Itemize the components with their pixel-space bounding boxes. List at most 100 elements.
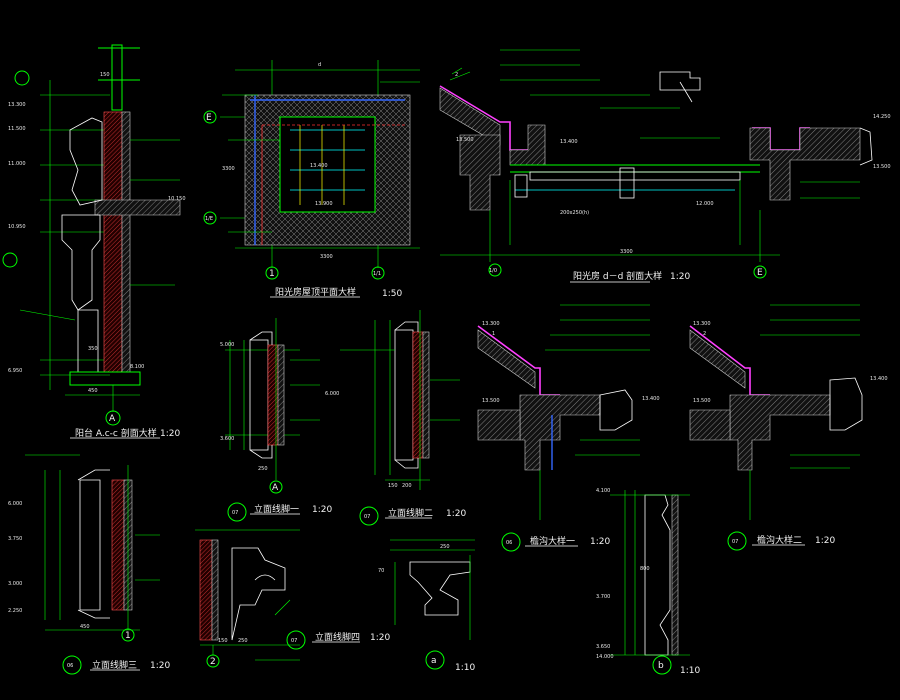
drawing-scale: 1:20 (370, 633, 390, 643)
detail-bubble: a (431, 656, 437, 666)
level-label: 12.000 (696, 201, 714, 207)
detail-bubble: 07 (732, 539, 738, 545)
dim-label: 150 (388, 483, 398, 489)
dim-label: 250 (258, 466, 268, 472)
level-label: 5.000 (220, 342, 234, 348)
axis-1e-label: 1/E (205, 216, 213, 222)
drawing-title: 立面线脚一 (254, 503, 299, 515)
level-label: 13.500 (482, 398, 500, 404)
level-label: 13.400 (560, 139, 578, 145)
dim-label: 200x250(h) (560, 210, 589, 216)
axis-label: 2 (210, 657, 216, 667)
level-label: 13.500 (693, 398, 711, 404)
drawing-scale: 1:50 (382, 289, 402, 299)
dim-label: 3300 (222, 166, 235, 172)
detail-bubble: 07 (364, 514, 370, 520)
axis-label: 1 (125, 631, 131, 641)
level-label: 3.650 (596, 644, 610, 650)
section-a-cc: A 13.300 11.500 11.000 10.950 10.150 8.1… (2, 44, 186, 439)
detail-a: 250 70 a 1:10 (378, 539, 475, 673)
detail-b: 4.100 3.700 3.650 14.000 800 b 1:10 (596, 488, 700, 676)
drawing-title: 阳台 A.c-c 剖面大样 (75, 427, 157, 439)
detail-bubble: 06 (506, 540, 512, 546)
dim-label: 150 (218, 638, 228, 644)
dim-label: 250 (238, 638, 248, 644)
level-label: 13.300 (8, 102, 26, 108)
level-label: 10.150 (168, 196, 186, 202)
level-label: 13.400 (642, 396, 660, 402)
drawing-title: 阳光房 d－d 剖面大样 (573, 270, 662, 282)
axis-1-label: 1 (269, 269, 275, 279)
drawing-title: 立面线脚四 (315, 631, 360, 643)
dim-label: 3300 (320, 254, 333, 260)
dim-label: 450 (88, 388, 98, 394)
elevation-molding-3: 1 6.000 3.750 3.000 2.250 450 06 立面线脚三 1… (8, 454, 170, 675)
drawing-scale: 1:20 (446, 509, 466, 519)
level-label: 6.950 (8, 368, 22, 374)
level-label: 13.400 (870, 376, 888, 382)
drawing-scale: 1:20 (312, 505, 332, 515)
dim-label: 800 (640, 566, 650, 572)
level-label: 11.500 (8, 126, 26, 132)
detail-bubble: 07 (291, 638, 297, 644)
dim-label: 3300 (620, 249, 633, 255)
level-label: 3.700 (596, 594, 610, 600)
dim-label: 150 (100, 72, 110, 78)
level-label: 10.950 (8, 224, 26, 230)
level-label: 4.100 (596, 488, 610, 494)
drawing-scale: 1:20 (590, 537, 610, 547)
elevation-molding-2: 6.000 150 200 07 立面线脚二 1:20 (325, 310, 466, 526)
axis-label: A (272, 483, 279, 493)
level-label: 8.100 (130, 364, 144, 370)
dim-label: 70 (378, 568, 384, 574)
level-label: 13.500 (456, 137, 474, 143)
detail-bubble: 07 (232, 510, 238, 516)
elevation-molding-1: A 5.000 3.600 250 07 立面线脚一 1:20 (220, 318, 332, 522)
level-label: 14.250 (873, 114, 891, 120)
level-label: 3.600 (220, 436, 234, 442)
level-label: 13.300 (482, 321, 500, 327)
dim-label: 450 (80, 624, 90, 630)
level-label: 2.250 (8, 608, 22, 614)
axis-11-label: 1/1 (373, 271, 381, 277)
drawing-title: 立面线脚二 (388, 507, 433, 519)
callout-number: 1 (492, 331, 495, 337)
dim-label: 250 (440, 544, 450, 550)
drawing-title: 立面线脚三 (92, 659, 137, 671)
balcony-roof-plan: E 1/E 1 1/1 d 3300 3300 13.400 13.900 阳光… (203, 60, 420, 299)
elevation-molding-4: 2 150 250 07 立面线脚四 1:20 (195, 529, 390, 668)
drawing-title: 檐沟大样一 (530, 535, 575, 547)
axis-10-label: 1/0 (489, 268, 497, 274)
drawing-scale: 1:20 (815, 536, 835, 546)
level-label: 6.000 (325, 391, 339, 397)
section-dd: 1/0 E 3300 200x250(h) 13.500 13.400 12.0… (439, 49, 891, 283)
drawing-scale: 1:20 (150, 661, 170, 671)
cornice-detail-1: 13.500 13.300 13.400 1 06 檐沟大样一 1:20 (477, 304, 660, 552)
axis-e-label: E (757, 268, 763, 278)
level-label: 11.000 (8, 161, 26, 167)
drawing-scale: 1:20 (670, 272, 690, 282)
callout-number: 2 (455, 72, 458, 78)
cornice-detail-2: 13.500 13.300 13.400 2 07 檐沟大样二 1:20 (689, 304, 888, 551)
level-label: 13.900 (315, 201, 333, 207)
dim-label: 200 (402, 483, 412, 489)
drawing-scale: 1:10 (680, 666, 700, 676)
axis-e-label: E (206, 113, 212, 123)
level-label: 13.300 (693, 321, 711, 327)
axis-a-label: A (109, 414, 116, 424)
level-label: 6.000 (8, 501, 22, 507)
drawing-title: 阳光房屋顶平面大样 (275, 286, 356, 298)
level-label: 13.500 (873, 164, 891, 170)
detail-bubble: b (658, 661, 664, 671)
level-label: 3.000 (8, 581, 22, 587)
drawing-scale: 1:20 (160, 429, 180, 439)
level-label: 13.400 (310, 163, 328, 169)
drawing-title: 檐沟大样二 (757, 534, 802, 546)
level-label: 14.000 (596, 654, 614, 660)
level-label: 3.750 (8, 536, 22, 542)
detail-bubble: 06 (67, 663, 73, 669)
section-mark: d (318, 62, 321, 68)
dim-label: 350 (88, 346, 98, 352)
